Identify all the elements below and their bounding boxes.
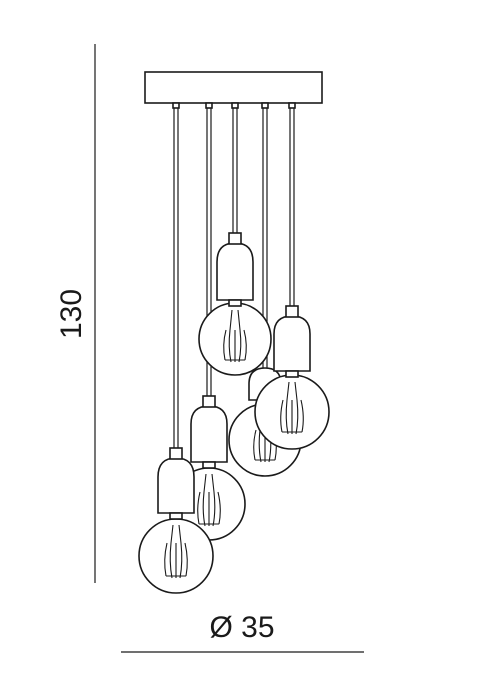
socket	[216, 242, 254, 301]
socket	[157, 457, 195, 514]
pendant-lower-left	[138, 447, 214, 594]
socket-neck	[202, 461, 216, 469]
cord-connector	[288, 102, 296, 109]
pendant-right	[254, 305, 330, 450]
socket-cap	[202, 395, 216, 408]
bulb-filament	[223, 309, 247, 363]
bulb-filament	[197, 473, 221, 527]
pendant-upper	[198, 232, 272, 376]
ceiling-canopy	[144, 71, 323, 109]
cord-connector	[231, 102, 239, 109]
socket-neck	[169, 512, 183, 520]
bulb-filament	[280, 381, 304, 435]
socket-cap	[169, 447, 183, 460]
socket-neck	[285, 370, 299, 378]
socket-cap	[285, 305, 299, 318]
bulb-filament	[164, 524, 188, 579]
cord-connector	[172, 102, 180, 109]
diameter-dimension: Ø 35	[121, 611, 364, 653]
cord-connector	[205, 102, 213, 109]
canopy-plate	[144, 71, 323, 104]
socket	[273, 315, 311, 372]
height-label: 130	[55, 289, 88, 339]
socket	[190, 405, 228, 463]
height-dimension: 130	[55, 44, 96, 583]
diameter-label: Ø 35	[209, 611, 274, 644]
socket-neck	[228, 299, 242, 307]
cord-connector	[261, 102, 269, 109]
socket-cap	[228, 232, 242, 245]
